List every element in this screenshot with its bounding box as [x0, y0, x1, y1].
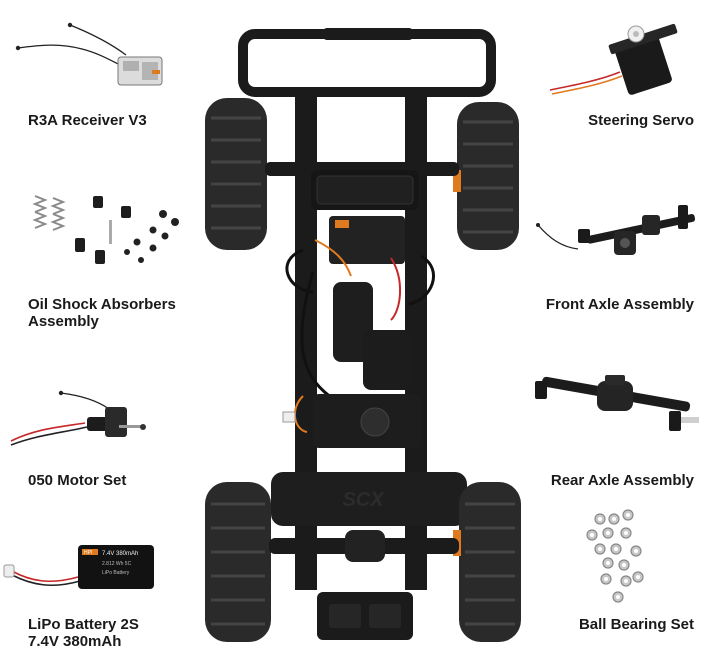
- shock-absorbers-label: Oil Shock Absorbers Assembly: [28, 296, 176, 330]
- receiver-label: R3A Receiver V3: [28, 112, 147, 129]
- shock-absorbers-icon: [32, 195, 179, 264]
- battery-brand: HPI: [84, 550, 92, 556]
- battery-tray: [271, 472, 467, 526]
- battery-icon: HPI 7.4V 380mAh 2.812 Wh 5C LiPo Battery: [3, 545, 154, 589]
- front-axle-icon: [536, 205, 696, 255]
- front-axle-label: Front Axle Assembly: [545, 296, 694, 313]
- front-right-tire: [453, 102, 519, 250]
- battery-spec: 7.4V 380mAh: [102, 551, 138, 557]
- rear-axle-icon: [535, 375, 699, 431]
- front-bumper: [238, 29, 496, 97]
- battery-wh: 2.812 Wh 5C: [102, 561, 132, 567]
- receiver-icon: [15, 22, 163, 86]
- rear-right-tire: [453, 482, 521, 642]
- bearing-icon: [586, 509, 644, 603]
- servo-icon: [549, 23, 678, 95]
- front-left-tire: [205, 98, 267, 250]
- bearing-label: Ball Bearing Set: [578, 616, 694, 633]
- servo-label: Steering Servo: [588, 112, 694, 129]
- motor-label: 050 Motor Set: [28, 472, 127, 489]
- chassis-image: SCX: [205, 28, 521, 642]
- motor-icon: [10, 390, 146, 446]
- rear-left-tire: [205, 482, 271, 642]
- rear-axle-label: Rear Axle Assembly: [550, 472, 694, 489]
- chassis-logo: SCX: [342, 489, 385, 511]
- battery-type: LiPo Battery: [102, 570, 130, 576]
- battery-label: LiPo Battery 2S 7.4V 380mAh: [28, 616, 139, 650]
